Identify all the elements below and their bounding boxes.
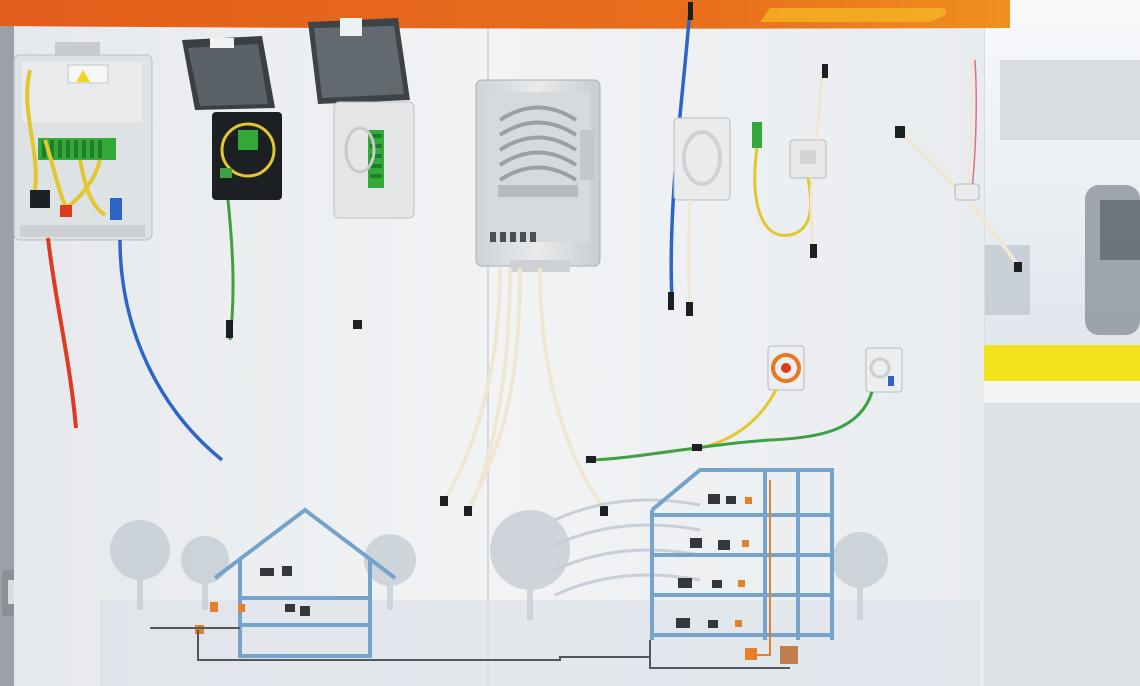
fibre-blue-left <box>118 239 224 462</box>
window <box>978 0 1140 686</box>
orange-banner <box>0 0 1010 29</box>
inline-drop-cable <box>895 59 1022 272</box>
fibre-splitter <box>789 139 827 179</box>
distribution-box-open <box>13 42 153 241</box>
window-frame-yellow <box>978 345 1140 381</box>
wall-splice-tray <box>673 117 731 201</box>
small-black-plug <box>353 320 362 329</box>
white-drop-cables <box>443 267 607 512</box>
wall-outlet-left <box>767 345 805 391</box>
apartment-block-illustration <box>650 468 834 640</box>
large-splice-closure <box>475 79 601 272</box>
house-illustration <box>213 507 397 658</box>
splice-box-black <box>182 36 282 200</box>
splice-box-white <box>308 18 415 219</box>
building-illustration <box>100 468 980 686</box>
fibre-red <box>46 237 78 429</box>
left-wall-edge <box>0 0 16 686</box>
wall-outlet-right <box>865 347 903 393</box>
